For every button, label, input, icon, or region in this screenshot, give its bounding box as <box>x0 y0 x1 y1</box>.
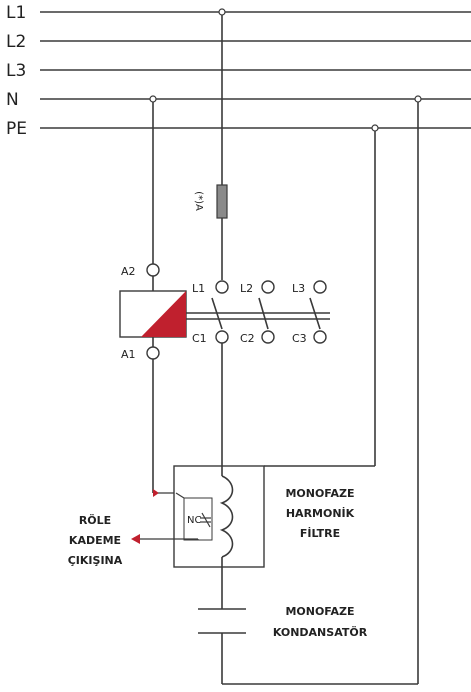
junction-pe <box>371 124 379 132</box>
bus-label-l3: L3 <box>6 61 26 81</box>
bus-label-l1: L1 <box>6 3 26 23</box>
switch-blade-2 <box>258 297 269 330</box>
junction-n-capacitor <box>414 95 422 103</box>
harmonic-filter: NC MONOFAZE HARMONİK FİLTRE <box>173 465 355 568</box>
relay-output-line-3: ÇIKIŞINA <box>68 554 123 567</box>
terminal-a2 <box>146 263 160 277</box>
terminal-c2-out <box>261 330 275 344</box>
capacitor: MONOFAZE KONDANSATÖR <box>198 102 419 685</box>
relay-output: RÖLE KADEME ÇIKIŞINA <box>68 513 199 567</box>
filter-title-line-3: FİLTRE <box>300 526 340 540</box>
terminal-c1-out-label: C1 <box>192 332 207 345</box>
bus-label-l2: L2 <box>6 32 26 52</box>
bus-label-pe: PE <box>6 119 27 139</box>
relay-output-line-2: KADEME <box>69 534 121 547</box>
capacitor-title-line-2: KONDANSATÖR <box>273 625 368 639</box>
bus-bars: L1 L2 L3 N PE <box>6 3 471 139</box>
fuse-label: (*)A <box>193 191 204 211</box>
terminal-l3-in <box>313 280 327 294</box>
terminal-l2-in-label: L2 <box>240 282 253 295</box>
terminal-l2-in <box>261 280 275 294</box>
junction-n-coil <box>149 95 157 103</box>
terminal-a1-label: A1 <box>121 348 136 361</box>
fuse <box>216 184 228 219</box>
nc-label: NC <box>187 515 201 526</box>
contactor-poles: L1 L2 L3 C1 C2 C3 <box>192 280 327 345</box>
relay-marker <box>153 489 159 497</box>
junction-l1 <box>218 8 226 16</box>
switch-blade-3 <box>309 297 321 330</box>
terminal-c3-out-label: C3 <box>292 332 307 345</box>
terminal-l1-in <box>215 280 229 294</box>
terminal-a2-label: A2 <box>121 265 136 278</box>
terminal-l3-in-label: L3 <box>292 282 305 295</box>
nc-lead-in <box>175 492 185 499</box>
relay-output-arrow <box>131 534 140 544</box>
switch-blade-1 <box>211 297 223 330</box>
filter-title-line-1: MONOFAZE <box>285 487 354 500</box>
terminal-l1-in-label: L1 <box>192 282 205 295</box>
contactor-coil: A2 A1 <box>119 263 330 361</box>
coil-accent <box>141 291 186 337</box>
terminal-c3-out <box>313 330 327 344</box>
terminal-c2-out-label: C2 <box>240 332 255 345</box>
terminal-c1-out <box>215 330 229 344</box>
nc-contact-line <box>201 512 211 528</box>
filter-title-line-2: HARMONİK <box>286 506 355 520</box>
bus-label-n: N <box>6 90 19 110</box>
inductor-coil <box>219 475 234 558</box>
terminal-a1 <box>146 346 160 360</box>
relay-output-line-1: RÖLE <box>79 513 111 527</box>
capacitor-title-line-1: MONOFAZE <box>285 605 354 618</box>
